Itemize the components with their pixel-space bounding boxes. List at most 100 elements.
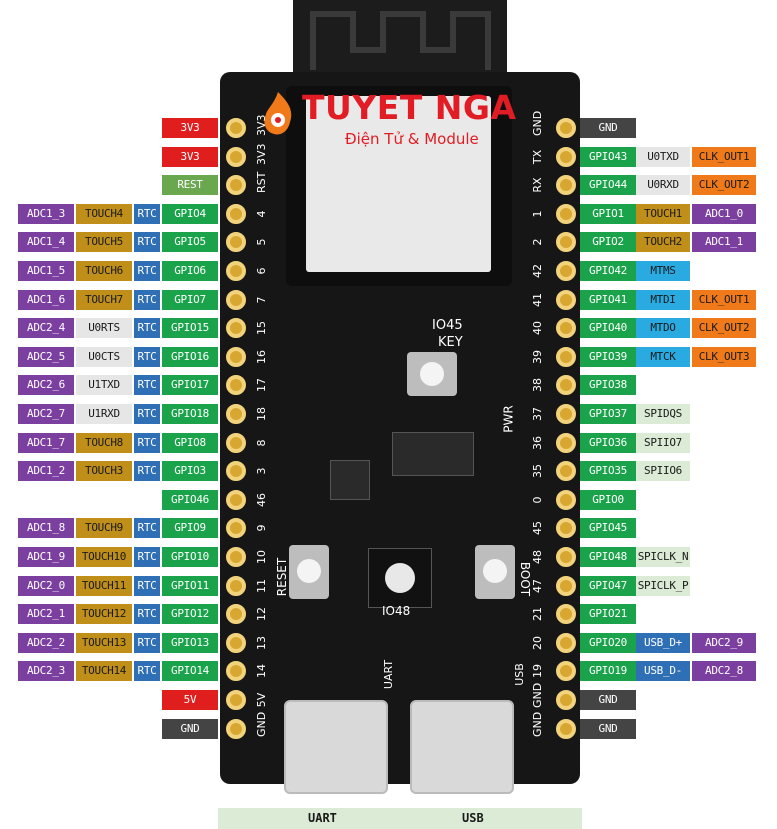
left-header-pad-4 — [226, 232, 246, 253]
left-pin-label-3-2: RTC — [134, 203, 160, 224]
right-pin-label-19-2: ADC2_8 — [692, 661, 756, 682]
left-pin-number-5: 6 — [255, 267, 268, 275]
left-pin-label-6-3: GPIO7 — [162, 289, 218, 310]
boot-button[interactable] — [475, 545, 515, 599]
reset-button[interactable] — [289, 545, 329, 599]
right-pin-number-7: 40 — [531, 321, 544, 336]
right-pin-label-14-0: GPIO45 — [580, 518, 636, 539]
right-pin-label-11-0: GPIO36 — [580, 432, 636, 453]
left-pin-label-16-0: ADC2_0 — [18, 575, 74, 596]
left-pin-label-11-0: ADC1_7 — [18, 432, 74, 453]
left-pin-number-18: 13 — [255, 635, 268, 650]
right-pin-number-9: 38 — [531, 378, 544, 393]
right-pin-label-3-0: GPIO1 — [580, 203, 636, 224]
left-pin-label-16-3: GPIO11 — [162, 575, 218, 596]
right-pin-label-6-1: MTDI — [636, 289, 690, 310]
right-pin-label-3-1: TOUCH1 — [636, 203, 690, 224]
right-pin-number-20: GND — [531, 682, 544, 708]
right-header-pad-10 — [556, 404, 576, 424]
right-pin-label-6-2: CLK_OUT1 — [692, 289, 756, 310]
left-pin-label-8-0: ADC2_5 — [18, 346, 74, 367]
right-pin-label-8-0: GPIO39 — [580, 346, 636, 367]
right-pin-label-2-0: GPIO44 — [580, 175, 636, 196]
right-pin-label-1-1: U0TXD — [636, 146, 690, 167]
left-pin-label-7-3: GPIO15 — [162, 318, 218, 339]
right-pin-number-16: 47 — [531, 578, 544, 593]
left-header-pad-8 — [226, 346, 246, 367]
left-pin-number-1: 3V3 — [255, 143, 268, 165]
left-pin-label-10-3: GPIO18 — [162, 404, 218, 424]
left-header-pad-1 — [226, 146, 246, 167]
right-header-pad-5 — [556, 261, 576, 281]
right-header-pad-19 — [556, 661, 576, 682]
left-pin-label-9-3: GPIO17 — [162, 375, 218, 396]
rgb-led — [368, 548, 432, 608]
left-pin-label-4-1: TOUCH5 — [76, 232, 132, 253]
right-pin-label-7-0: GPIO40 — [580, 318, 636, 339]
left-pin-label-15-2: RTC — [134, 547, 160, 567]
right-pin-label-16-0: GPIO47 — [580, 575, 636, 596]
left-pin-label-6-2: RTC — [134, 289, 160, 310]
left-header-pad-13 — [226, 489, 246, 510]
left-header-pad-5 — [226, 261, 246, 281]
left-pin-label-10-2: RTC — [134, 404, 160, 424]
right-pin-label-0-0: GND — [580, 118, 636, 138]
left-header-pad-2 — [226, 175, 246, 196]
right-header-pad-21 — [556, 718, 576, 739]
right-header-pad-2 — [556, 175, 576, 196]
right-header-pad-20 — [556, 690, 576, 710]
left-header-pad-17 — [226, 604, 246, 625]
right-pin-label-19-0: GPIO19 — [580, 661, 636, 682]
left-pin-number-20: 5V — [255, 692, 268, 708]
brand-title: TUYET NGA — [302, 88, 517, 127]
left-pin-label-12-1: TOUCH3 — [76, 461, 132, 482]
right-pin-number-19: 19 — [531, 664, 544, 679]
right-pin-label-5-0: GPIO42 — [580, 261, 636, 281]
right-header-pad-12 — [556, 461, 576, 482]
left-pin-label-4-3: GPIO5 — [162, 232, 218, 253]
left-header-pad-20 — [226, 690, 246, 710]
brand-subtitle: Điện Tử & Module — [345, 130, 479, 148]
left-pin-label-20-0: 5V — [162, 690, 218, 710]
left-pin-number-17: 12 — [255, 607, 268, 622]
right-header-pad-1 — [556, 146, 576, 167]
left-pin-label-11-3: GPIO8 — [162, 432, 218, 453]
right-pin-label-18-2: ADC2_9 — [692, 632, 756, 653]
left-pin-label-17-2: RTC — [134, 604, 160, 625]
left-pin-label-12-2: RTC — [134, 461, 160, 482]
left-pin-label-12-3: GPIO3 — [162, 461, 218, 482]
left-pin-label-19-3: GPIO14 — [162, 661, 218, 682]
left-pin-label-17-1: TOUCH12 — [76, 604, 132, 625]
left-header-pad-18 — [226, 632, 246, 653]
io48-label: IO48 — [382, 604, 411, 618]
left-pin-label-6-0: ADC1_6 — [18, 289, 74, 310]
left-header-pad-7 — [226, 318, 246, 339]
left-pin-label-3-3: GPIO4 — [162, 203, 218, 224]
left-pin-label-14-1: TOUCH9 — [76, 518, 132, 539]
right-pin-label-20-0: GND — [580, 690, 636, 710]
left-pin-label-1-0: 3V3 — [162, 146, 218, 167]
right-pin-label-16-1: SPICLK_P — [636, 575, 690, 596]
left-header-pad-10 — [226, 404, 246, 424]
left-pin-number-13: 46 — [255, 492, 268, 507]
right-pin-label-4-0: GPIO2 — [580, 232, 636, 253]
right-pin-number-11: 36 — [531, 435, 544, 450]
left-pin-label-4-2: RTC — [134, 232, 160, 253]
right-pin-number-21: GND — [531, 711, 544, 737]
right-pin-label-11-1: SPIIO7 — [636, 432, 690, 453]
footer-usb-label: USB — [462, 811, 484, 825]
pwr-label: PWR — [501, 405, 516, 433]
right-header-pad-17 — [556, 604, 576, 625]
key-label: KEY — [438, 335, 463, 350]
right-pin-number-12: 35 — [531, 464, 544, 479]
left-pin-number-16: 11 — [255, 578, 268, 593]
right-pin-number-6: 41 — [531, 292, 544, 307]
key-button[interactable] — [407, 352, 457, 396]
left-pin-label-10-1: U1RXD — [76, 404, 132, 424]
right-pin-label-15-0: GPIO48 — [580, 547, 636, 567]
left-pin-label-9-0: ADC2_6 — [18, 375, 74, 396]
left-pin-label-0-0: 3V3 — [162, 118, 218, 138]
left-pin-label-10-0: ADC2_7 — [18, 404, 74, 424]
left-pin-number-6: 7 — [255, 296, 268, 304]
right-header-pad-11 — [556, 432, 576, 453]
